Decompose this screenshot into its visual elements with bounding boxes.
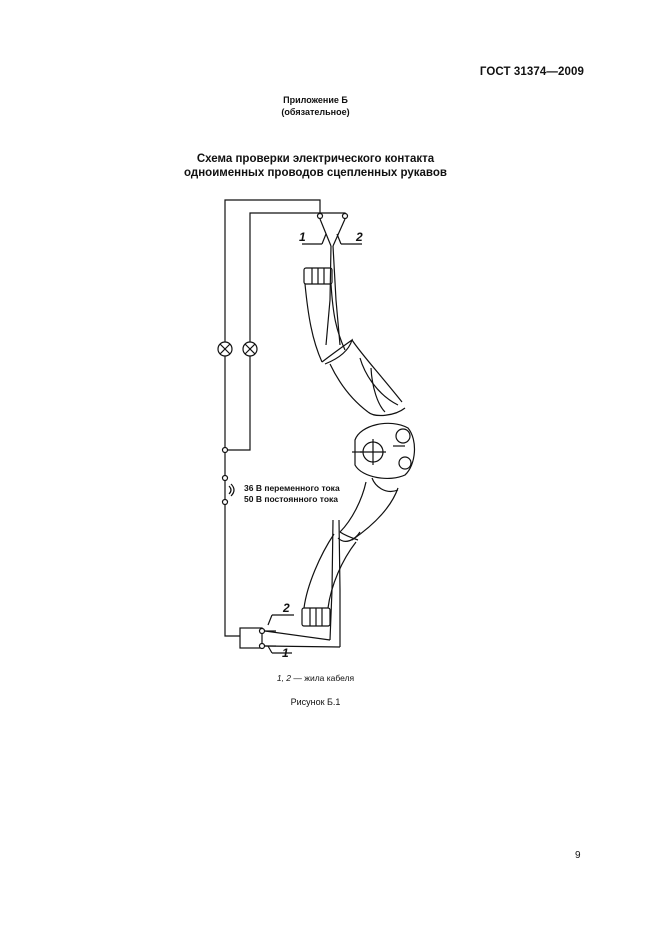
upper-hose — [303, 267, 406, 417]
top-terminals — [302, 212, 362, 346]
figure-title-line-1: Схема проверки электрического контакта — [196, 153, 435, 165]
outer-wire — [224, 199, 321, 637]
voltage-ac-label: 36 В переменного тока — [244, 483, 340, 493]
appendix-status: (обязательное) — [281, 107, 350, 117]
label-1-top: 1 — [299, 230, 306, 244]
coupling-head — [352, 422, 415, 479]
lower-hose — [301, 477, 399, 647]
figure-legend: 1, 2 — жила кабеля — [0, 673, 631, 683]
junction-dot — [221, 446, 229, 454]
label-2-bottom: 2 — [282, 601, 290, 615]
circuit-diagram: 1 2 2 1 36 В переменного тока 50 В посто… — [217, 199, 415, 660]
lamp-2 — [242, 341, 258, 357]
legend-text: — жила кабеля — [291, 673, 355, 683]
appendix-label: Приложение Б — [283, 95, 348, 105]
bottom-terminals — [239, 614, 341, 654]
legend-numbers: 1, 2 — [276, 673, 292, 683]
page-number: 9 — [575, 850, 581, 861]
label-1-bottom: 1 — [282, 646, 289, 660]
power-source — [221, 474, 235, 506]
figure-title-line-2: одноименных проводов сцепленных рукавов — [184, 167, 447, 179]
voltage-dc-label: 50 В постоянного тока — [244, 494, 338, 504]
standard-number: ГОСТ 31374—2009 — [479, 66, 584, 78]
figure-caption: Рисунок Б.1 — [290, 697, 341, 707]
label-2-top: 2 — [355, 230, 363, 244]
lamp-1 — [217, 341, 233, 357]
